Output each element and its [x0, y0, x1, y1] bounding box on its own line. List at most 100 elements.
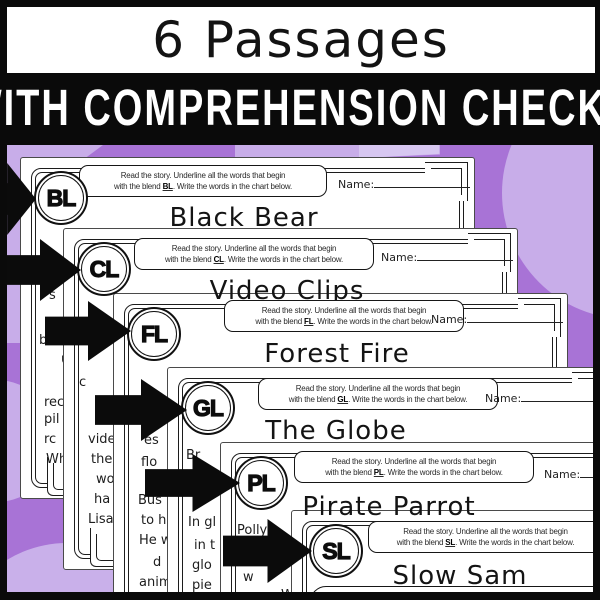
blend-label: FL — [140, 320, 168, 347]
name-blank-line — [580, 467, 593, 478]
header-title: 6 Passages — [152, 11, 450, 69]
story-fragment: b — [39, 333, 48, 348]
instruction-line1: Read the story. Underline all the words … — [295, 384, 461, 393]
corner-bracket-top-right — [468, 233, 511, 272]
blend-label: BL — [46, 184, 77, 211]
instruction-line2: with the blend BL. Write the words in th… — [82, 181, 324, 192]
instruction-text: with the blend — [113, 182, 163, 191]
header-title-bar: 6 Passages — [7, 7, 595, 73]
instruction-text: . Write the words in the chart below. — [172, 182, 293, 191]
name-label: Name: — [485, 392, 522, 405]
instruction-box: Read the story. Underline all the words … — [224, 300, 464, 332]
instruction-line2: with the blend PL. Write the words in th… — [297, 467, 531, 478]
name-blank-line — [417, 250, 514, 261]
name-label: Name: — [381, 251, 418, 264]
passage-title: Forest Fire — [264, 339, 410, 369]
story-fragment: wo — [96, 472, 115, 487]
worksheet-sl: SL Read the story. Underline all the wor… — [291, 510, 593, 592]
instruction-box: Read the story. Underline all the words … — [368, 521, 593, 553]
name-blank-line — [374, 177, 471, 188]
instruction-text: . Write the words in the chart below. — [223, 255, 344, 264]
instruction-line2: with the blend FL. Write the words in th… — [227, 316, 461, 327]
name-field: Name: — [381, 250, 514, 264]
story-fragment: Bus — [138, 493, 162, 508]
story-fragment: the — [91, 452, 113, 467]
story-fragment: to h — [141, 513, 167, 528]
story-fragment: c — [79, 375, 87, 390]
instruction-text: with the blend — [396, 538, 446, 547]
story-fragment: glo — [192, 558, 212, 573]
story-fragment: rc — [44, 432, 57, 447]
story-fragment: ha — [94, 492, 111, 507]
story-fragment: pil — [44, 412, 60, 427]
header-subtitle-band: WITH COMPREHENSION CHECKS — [0, 73, 600, 145]
name-label: Name: — [544, 468, 581, 481]
passage-title: Pirate Parrot — [302, 492, 476, 522]
blend-label: GL — [192, 394, 224, 421]
story-fragment: He w — [139, 533, 172, 548]
instruction-box: Read the story. Underline all the words … — [258, 378, 498, 410]
story-fragment: Lisa — [88, 512, 114, 527]
blend-label: PL — [247, 469, 277, 496]
story-fragment: pie — [192, 578, 212, 593]
instruction-text: with the blend — [164, 255, 214, 264]
story-fragment: In gl — [188, 515, 217, 530]
instruction-text: . Write the words in the chart below. — [383, 468, 503, 477]
instruction-text: . Write the words in the chart below. — [348, 395, 468, 404]
story-fragment: es — [144, 433, 159, 448]
name-blank-line — [467, 312, 564, 323]
name-field: Name: — [431, 312, 564, 326]
blend-ref: CL — [213, 255, 224, 264]
story-fragment: d — [153, 555, 162, 570]
header-subtitle: WITH COMPREHENSION CHECKS — [0, 79, 600, 137]
name-field: Name: — [338, 177, 471, 191]
instruction-text: with the blend — [288, 395, 338, 404]
blend-badge-fl: FL — [127, 307, 181, 361]
instruction-line1: Read the story. Underline all the words … — [120, 171, 286, 180]
corner-bracket-top-right — [518, 298, 561, 337]
instruction-box: Read the story. Underline all the words … — [79, 165, 327, 197]
story-fragment: rec — [44, 395, 65, 410]
story-fragment: flo — [141, 455, 158, 470]
blend-ref: SL — [445, 538, 456, 547]
instruction-line1: Read the story. Underline all the words … — [331, 457, 497, 466]
instruction-line1: Read the story. Underline all the words … — [403, 527, 568, 536]
name-label: Name: — [338, 178, 375, 191]
name-blank-line — [521, 391, 593, 402]
story-fragment: Wh — [46, 452, 68, 467]
instruction-line1: Read the story. Underline all the words … — [171, 244, 337, 253]
instruction-line2: with the blend SL. Write the words in th… — [371, 537, 593, 548]
story-fragment: anim — [139, 575, 172, 590]
name-label: Name: — [431, 313, 468, 326]
instruction-text: with the blend — [255, 317, 305, 326]
blend-badge-cl: CL — [77, 242, 131, 296]
instruction-text: . Write the words in the chart below. — [455, 538, 575, 547]
story-fragment: in t — [194, 538, 216, 553]
story-fragment: w — [243, 570, 254, 585]
blend-ref: FL — [304, 317, 314, 326]
story-fragment: W — [281, 589, 294, 593]
instruction-box: Read the story. Underline all the words … — [294, 451, 534, 483]
blend-label: CL — [89, 255, 120, 282]
blend-badge-sl: SL — [309, 524, 363, 578]
corner-bracket-top-right — [425, 162, 468, 201]
preview-stage: BL Read the story. Underline all the wor… — [7, 145, 593, 592]
blend-badge-bl: BL — [34, 171, 88, 225]
story-fragment: vide — [88, 432, 116, 447]
name-field: Name: — [544, 467, 593, 481]
instruction-line1: Read the story. Underline all the words … — [261, 306, 427, 315]
passage-title: Black Bear — [169, 203, 319, 233]
blend-badge-pl: PL — [234, 456, 288, 510]
instruction-box: Read the story. Underline all the words … — [134, 238, 374, 270]
story-fragment: aw — [244, 591, 263, 593]
blend-ref: PL — [373, 468, 384, 477]
blend-badge-gl: GL — [181, 381, 235, 435]
name-field: Name: — [485, 391, 593, 405]
blend-ref: BL — [162, 182, 173, 191]
story-fragment: s — [49, 288, 56, 303]
instruction-line2: with the blend CL. Write the words in th… — [137, 254, 371, 265]
passage-title: Slow Sam — [392, 561, 528, 591]
blend-ref: GL — [337, 395, 349, 404]
story-fragment: Polly — [237, 523, 268, 538]
